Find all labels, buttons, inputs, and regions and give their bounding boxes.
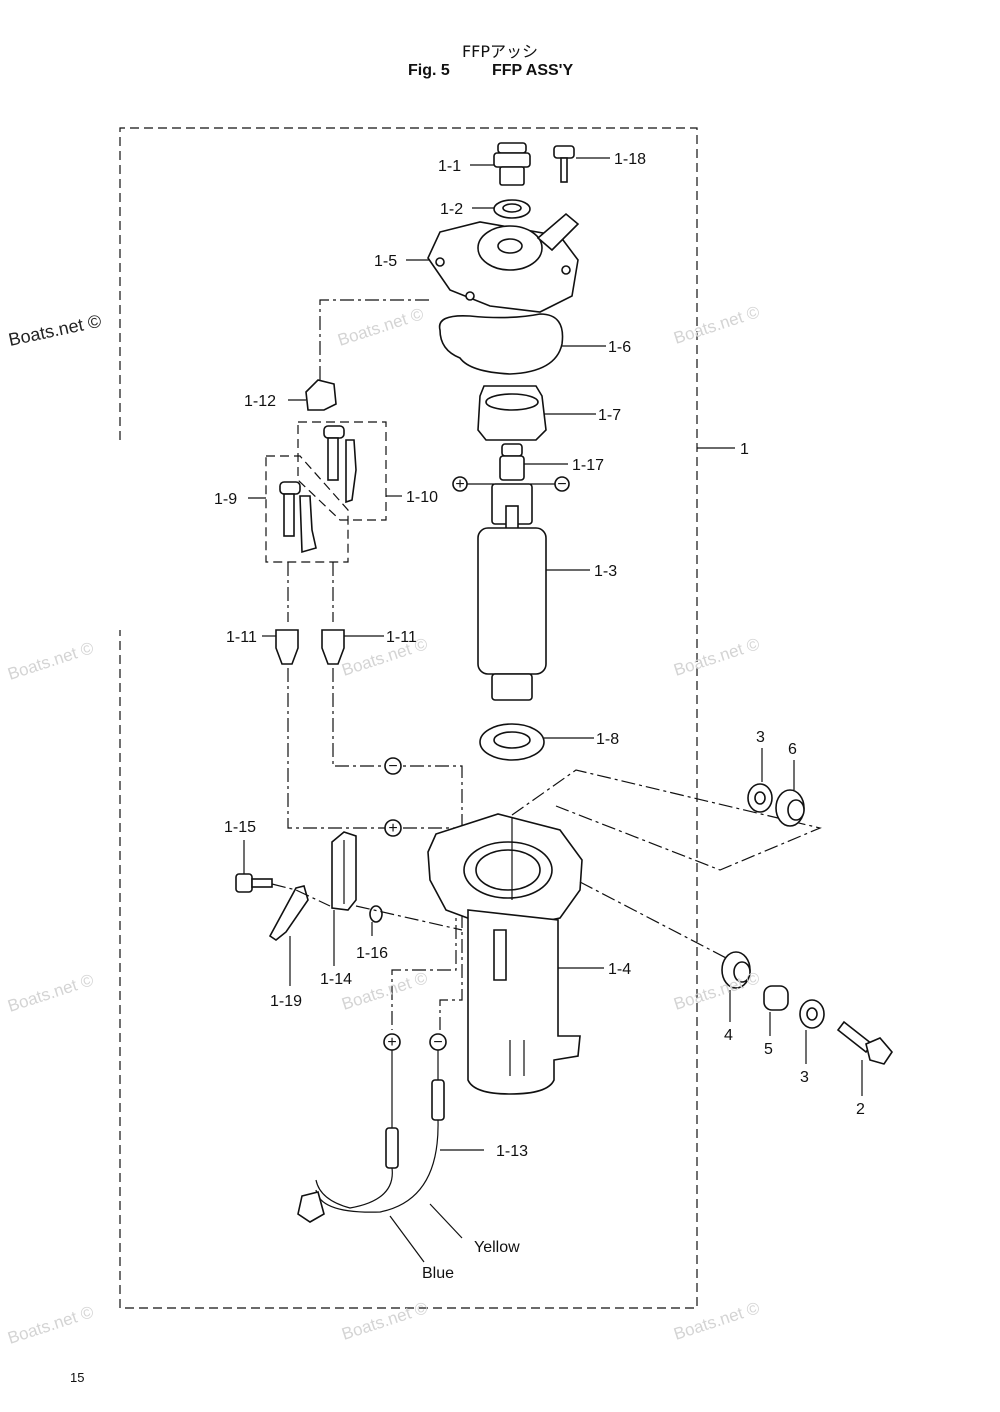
svg-text:+: +: [455, 476, 464, 493]
label-1-4: 1-4: [608, 961, 631, 978]
part-1-16-washer: [369, 905, 383, 923]
part-1-8-seal: [479, 723, 545, 761]
label-blue-wire: Blue: [422, 1265, 454, 1282]
svg-text:−: −: [557, 476, 566, 493]
label-1-11-left: 1-11: [226, 629, 257, 646]
svg-text:−: −: [433, 1034, 442, 1051]
watermark: Boats.net ©: [339, 634, 430, 680]
part-1-11-cap-left: [275, 629, 299, 665]
label-1-11-right: 1-11: [386, 629, 417, 646]
label-1-10: 1-10: [406, 489, 438, 506]
label-1-19: 1-19: [270, 993, 302, 1010]
figure-number: Fig. 5: [408, 62, 450, 79]
label-1-2: 1-2: [440, 201, 463, 218]
part-1-12-boot: [305, 379, 337, 411]
wire-minus-symbol: −: [388, 758, 397, 775]
part-1-19-strap: [268, 885, 309, 941]
watermark: Boats.net ©: [5, 1302, 96, 1348]
watermark: Boats.net ©: [5, 970, 96, 1016]
watermark: Boats.net ©: [339, 1298, 430, 1344]
part-4-grommet: [721, 951, 751, 989]
label-1-1: 1-1: [438, 158, 461, 175]
watermark-dark: Boats.net ©: [7, 311, 103, 350]
watermark: Boats.net ©: [671, 302, 762, 348]
part-2-bolt: [836, 1020, 894, 1065]
label-1-14: 1-14: [320, 971, 352, 988]
label-1-15: 1-15: [224, 819, 256, 836]
svg-text:+: +: [387, 1034, 396, 1051]
assembly-frame: [119, 127, 698, 1309]
label-1-7: 1-7: [598, 407, 621, 424]
label-1-3: 1-3: [594, 563, 617, 580]
part-1-2-seal: [493, 199, 531, 219]
label-1-17: 1-17: [572, 457, 604, 474]
part-1-17-filter: [499, 443, 525, 481]
part-1-13-harness: [297, 1079, 445, 1223]
label-1-9: 1-9: [214, 491, 237, 508]
label-yellow-wire: Yellow: [474, 1239, 520, 1256]
label-1-12: 1-12: [244, 393, 276, 410]
figure-title: FFP ASS'Y: [492, 62, 574, 79]
label-1-13: 1-13: [496, 1143, 528, 1160]
label-1-6: 1-6: [608, 339, 631, 356]
label-3-upper: 3: [756, 729, 765, 746]
label-1-16: 1-16: [356, 945, 388, 962]
part-3-washer-upper: [747, 783, 773, 813]
part-1-15-screw: [235, 873, 273, 893]
part-1-6-gasket: [438, 313, 564, 375]
label-6: 6: [788, 741, 797, 758]
page-number: 15: [70, 1370, 85, 1385]
part-1-18-screw: [553, 145, 575, 183]
watermark: Boats.net ©: [671, 1298, 762, 1344]
pump-terminal-polarity: + −: [452, 476, 570, 493]
part-1-4-housing: [427, 813, 583, 1095]
watermark: Boats.net ©: [339, 968, 430, 1014]
part-1-1-fitting: [493, 142, 531, 186]
watermark: Boats.net ©: [335, 304, 426, 350]
part-1-3-fuel-pump: [477, 483, 547, 701]
part-3-washer-lower: [799, 999, 825, 1029]
watermark: Boats.net ©: [5, 638, 96, 684]
label-4: 4: [724, 1027, 733, 1044]
part-1-7-retainer: [477, 385, 547, 441]
watermark: Boats.net ©: [671, 634, 762, 680]
part-1-9-terminal: [279, 481, 317, 554]
group-1-9: [265, 455, 349, 563]
part-1-5-cover: [427, 212, 580, 313]
label-1: 1: [740, 441, 749, 458]
label-1-5: 1-5: [374, 253, 397, 270]
part-5-collar: [763, 985, 789, 1011]
part-1-10-terminal: [323, 425, 357, 504]
label-3-lower: 3: [800, 1069, 809, 1086]
part-1-11-cap-right: [321, 629, 345, 665]
group-1-10: [297, 421, 387, 521]
label-1-8: 1-8: [596, 731, 619, 748]
watermark: Boats.net ©: [671, 968, 762, 1014]
part-6-grommet: [775, 789, 805, 827]
label-5: 5: [764, 1041, 773, 1058]
part-1-14-bracket: [331, 831, 357, 911]
title-japanese: FFPアッシ: [461, 42, 539, 61]
wire-plus-symbol: +: [388, 820, 397, 837]
label-1-18: 1-18: [614, 151, 646, 168]
label-2: 2: [856, 1101, 865, 1118]
